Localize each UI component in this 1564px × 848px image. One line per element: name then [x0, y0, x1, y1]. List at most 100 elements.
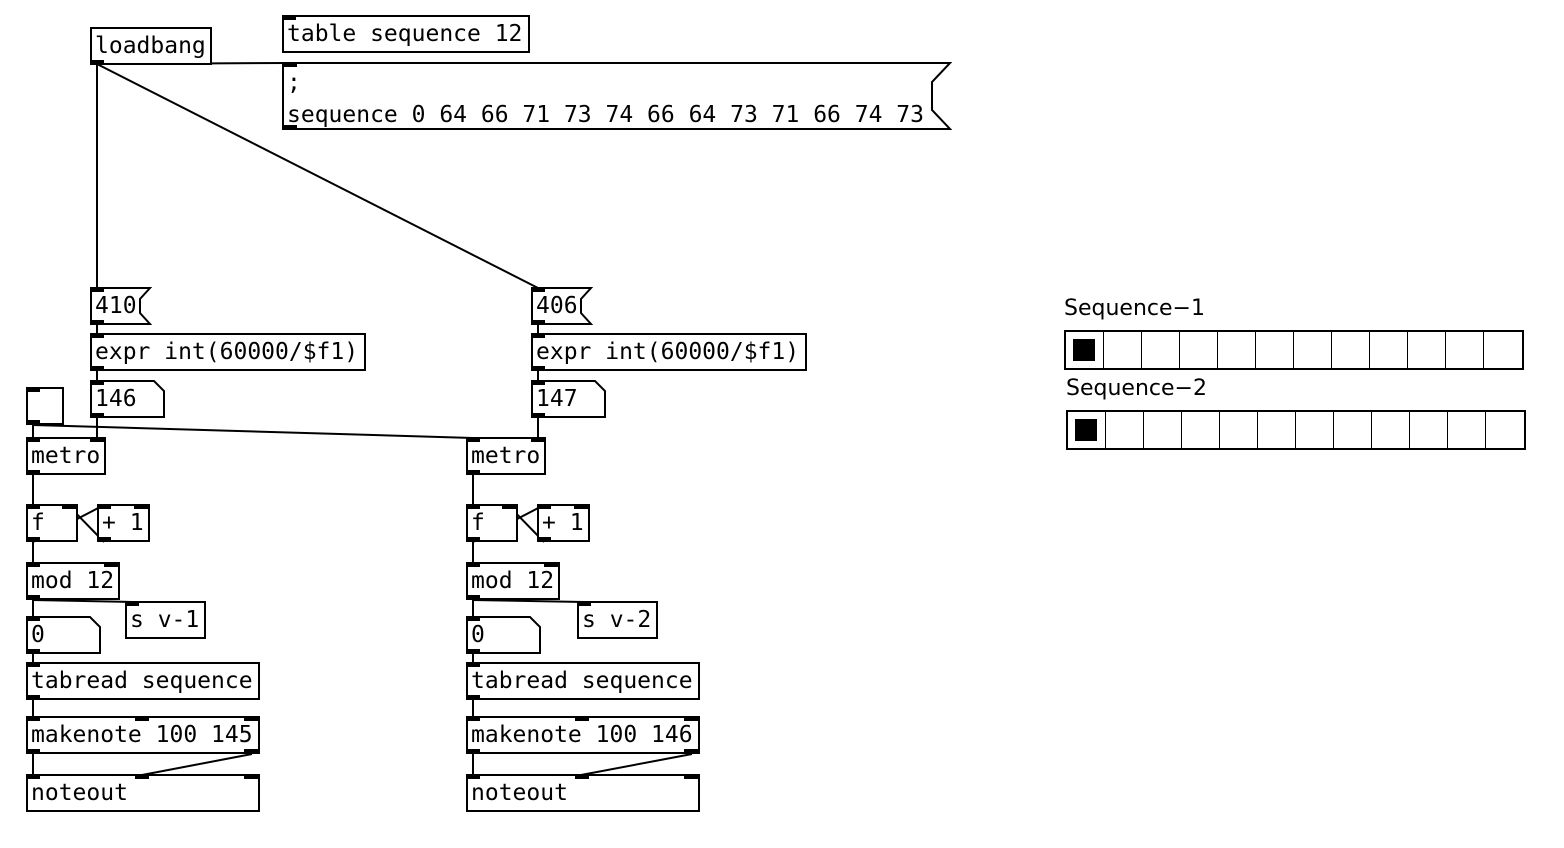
outlet[interactable]: [684, 749, 698, 754]
noteout-object-voice2[interactable]: noteout: [466, 774, 700, 812]
inlet[interactable]: [26, 616, 40, 621]
radio-cell[interactable]: [1446, 332, 1484, 368]
radio-cell[interactable]: [1294, 332, 1332, 368]
inlet[interactable]: [125, 601, 139, 606]
inlet[interactable]: [531, 437, 545, 442]
outlet[interactable]: [90, 366, 104, 371]
float-object-voice1[interactable]: f: [26, 504, 78, 542]
outlet[interactable]: [26, 420, 40, 425]
inlet[interactable]: [531, 380, 545, 385]
inlet[interactable]: [466, 774, 480, 779]
inlet[interactable]: [244, 716, 258, 721]
sequence-1-radio[interactable]: [1064, 330, 1524, 370]
expr-object-voice1[interactable]: expr int(60000/$f1): [90, 333, 366, 371]
inlet[interactable]: [466, 437, 480, 442]
inlet[interactable]: [26, 504, 40, 509]
outlet[interactable]: [466, 695, 480, 700]
inlet[interactable]: [466, 616, 480, 621]
outlet[interactable]: [531, 320, 545, 325]
plus-one-object-voice2[interactable]: + 1: [537, 504, 590, 542]
mod-object-voice1[interactable]: mod 12: [26, 562, 120, 600]
inlet[interactable]: [134, 504, 148, 509]
mod-object-voice2[interactable]: mod 12: [466, 562, 560, 600]
inlet[interactable]: [90, 437, 104, 442]
radio-cell[interactable]: [1410, 412, 1448, 448]
radio-cell[interactable]: [1486, 412, 1524, 448]
inlet[interactable]: [502, 504, 516, 509]
metro-object-voice2[interactable]: metro: [466, 437, 546, 475]
inlet[interactable]: [466, 562, 480, 567]
inlet[interactable]: [537, 504, 551, 509]
outlet[interactable]: [26, 649, 40, 654]
period-number-voice1[interactable]: 146: [90, 380, 166, 418]
outlet[interactable]: [466, 749, 480, 754]
inlet[interactable]: [90, 380, 104, 385]
radio-cell[interactable]: [1104, 332, 1142, 368]
send-object-voice2[interactable]: s v-2: [577, 601, 658, 639]
inlet[interactable]: [244, 774, 258, 779]
radio-cell[interactable]: [1256, 332, 1294, 368]
radio-cell[interactable]: [1334, 412, 1372, 448]
radio-cell[interactable]: [1332, 332, 1370, 368]
outlet[interactable]: [244, 749, 258, 754]
inlet[interactable]: [684, 774, 698, 779]
inlet[interactable]: [26, 387, 40, 392]
radio-cell[interactable]: [1370, 332, 1408, 368]
outlet[interactable]: [466, 537, 480, 542]
index-number-voice2[interactable]: 0: [466, 616, 542, 654]
outlet[interactable]: [537, 537, 551, 542]
inlet[interactable]: [26, 437, 40, 442]
radio-cell[interactable]: [1068, 412, 1106, 448]
inlet[interactable]: [575, 774, 589, 779]
inlet[interactable]: [97, 504, 111, 509]
plus-one-object-voice1[interactable]: + 1: [97, 504, 150, 542]
sequence-2-radio[interactable]: [1066, 410, 1526, 450]
inlet[interactable]: [26, 662, 40, 667]
radio-cell[interactable]: [1066, 332, 1104, 368]
sequence-message[interactable]: ; sequence 0 64 66 71 73 74 66 64 73 71 …: [282, 62, 952, 130]
inlet[interactable]: [544, 562, 558, 567]
outlet[interactable]: [531, 413, 545, 418]
send-object-voice1[interactable]: s v-1: [125, 601, 206, 639]
makenote-object-voice2[interactable]: makenote 100 146: [466, 716, 700, 754]
outlet[interactable]: [90, 413, 104, 418]
metro-object-voice1[interactable]: metro: [26, 437, 106, 475]
inlet[interactable]: [466, 716, 480, 721]
outlet[interactable]: [26, 695, 40, 700]
outlet[interactable]: [26, 749, 40, 754]
inlet[interactable]: [577, 601, 591, 606]
radio-cell[interactable]: [1296, 412, 1334, 448]
inlet[interactable]: [282, 15, 296, 20]
inlet[interactable]: [26, 716, 40, 721]
inlet[interactable]: [531, 333, 545, 338]
outlet[interactable]: [466, 470, 480, 475]
outlet[interactable]: [26, 537, 40, 542]
inlet[interactable]: [283, 62, 297, 67]
outlet[interactable]: [466, 595, 480, 600]
tabread-object-voice2[interactable]: tabread sequence: [466, 662, 700, 700]
inlet[interactable]: [575, 716, 589, 721]
expr-object-voice2[interactable]: expr int(60000/$f1): [531, 333, 807, 371]
outlet[interactable]: [283, 125, 297, 130]
radio-cell[interactable]: [1408, 332, 1446, 368]
radio-cell[interactable]: [1180, 332, 1218, 368]
radio-cell[interactable]: [1220, 412, 1258, 448]
inlet[interactable]: [531, 287, 545, 292]
tabread-object-voice1[interactable]: tabread sequence: [26, 662, 260, 700]
table-object[interactable]: table sequence 12: [282, 15, 530, 53]
inlet[interactable]: [26, 562, 40, 567]
outlet[interactable]: [26, 595, 40, 600]
start-bang-button[interactable]: [26, 387, 64, 425]
outlet[interactable]: [531, 366, 545, 371]
radio-cell[interactable]: [1484, 332, 1522, 368]
outlet[interactable]: [90, 60, 104, 65]
radio-cell[interactable]: [1106, 412, 1144, 448]
inlet[interactable]: [466, 504, 480, 509]
outlet[interactable]: [26, 470, 40, 475]
inlet[interactable]: [684, 716, 698, 721]
outlet[interactable]: [97, 537, 111, 542]
radio-cell[interactable]: [1144, 412, 1182, 448]
float-object-voice2[interactable]: f: [466, 504, 518, 542]
loadbang-object[interactable]: loadbang: [90, 27, 212, 65]
